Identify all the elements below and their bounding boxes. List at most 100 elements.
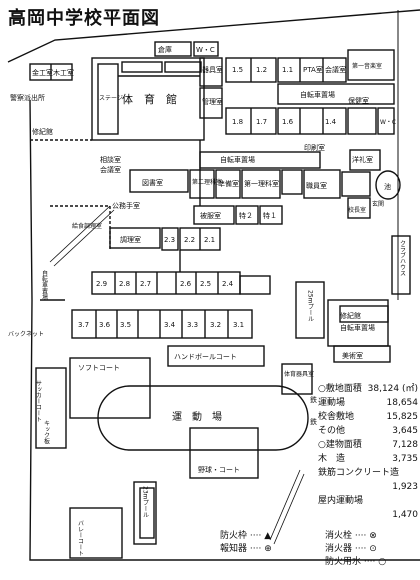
bicycle-parking-1: 自転車置場 xyxy=(300,90,335,99)
room-1-7: 1.7 xyxy=(256,118,267,126)
room-stage: ステージ xyxy=(99,95,123,102)
room-shukikan-2: 修紀館 xyxy=(340,311,361,320)
room-principal: 校長室 xyxy=(348,206,366,214)
legend-item: 報知器 ···· ⊕ xyxy=(220,544,272,554)
room-2-9: 2.9 xyxy=(96,280,107,288)
bicycle-parking-3: 自転車置場 xyxy=(41,269,48,301)
room-2-7: 2.7 xyxy=(140,280,151,288)
hydrant-icon: ⊗ xyxy=(369,531,377,541)
room-printing: 印刷室 xyxy=(304,143,325,152)
room-meeting-2: 会議室 xyxy=(100,165,121,174)
room-1-4: 1.4 xyxy=(325,118,337,126)
room-special-2: 特２ xyxy=(239,211,253,220)
room-1-8: 1.8 xyxy=(232,118,243,126)
legend-item: 防火用水 ···· ○ xyxy=(325,557,387,567)
room-music: 第一音楽室 xyxy=(352,62,382,70)
room-2-4: 2.4 xyxy=(222,280,234,288)
legend-item: 防火枠 ···· ▲ xyxy=(220,531,272,541)
room-gym: 体 育 館 xyxy=(122,92,177,106)
soccer-court: サッカーコート xyxy=(35,380,42,422)
room-prep: 準備室 xyxy=(218,179,239,188)
room-wc-2: W・C xyxy=(380,119,396,126)
room-cooking: 調理室 xyxy=(120,235,141,244)
stat-row: 鉄筋コンクリート造 xyxy=(318,468,400,478)
kick-board: キック板 xyxy=(43,420,50,445)
room-meeting: 会議室 xyxy=(325,65,346,74)
room-3-7: 3.7 xyxy=(78,321,89,329)
room-clothing: 被服室 xyxy=(200,211,221,220)
room-3-1: 3.1 xyxy=(233,321,244,329)
pool-25m: 25mプール xyxy=(307,290,314,322)
room-pta: PTA室 xyxy=(303,65,323,74)
room-science-1: 第一理科室 xyxy=(244,179,279,188)
legend-item: 消火栓 ···· ⊗ xyxy=(325,531,377,541)
room-2-3: 2.3 xyxy=(164,236,175,244)
room-special-1: 特１ xyxy=(263,211,277,220)
room-reception: 洋礼室 xyxy=(352,155,373,164)
room-3-2: 3.2 xyxy=(210,321,221,329)
volleyball-court: バレーコート xyxy=(77,520,84,556)
room-science-2: 第二理科室 xyxy=(192,178,222,186)
legend-left: 防火枠 ···· ▲ 報知器 ···· ⊕ xyxy=(220,528,272,554)
room-1-2: 1.2 xyxy=(256,66,267,74)
room-1-1: 1.1 xyxy=(282,66,293,74)
handball-court: ハンドボールコート xyxy=(174,353,237,361)
room-staff: 職員室 xyxy=(306,181,327,190)
backstop: バックネット xyxy=(8,331,44,338)
room-art: 美術室 xyxy=(342,351,363,360)
pool-23m: 23mプール xyxy=(142,486,149,518)
room-2-2: 2.2 xyxy=(184,236,195,244)
room-custodian: 公務手室 xyxy=(112,201,140,210)
room-1-5: 1.5 xyxy=(232,66,243,74)
police-box: 警察派出所 xyxy=(10,93,45,102)
room-2-5: 2.5 xyxy=(200,280,211,288)
pond: 池 xyxy=(384,182,391,191)
room-shukikan: 修紀館 xyxy=(32,127,53,136)
legend-item: 消火器 ···· ⊙ xyxy=(325,544,377,554)
stat-row: 1,470 xyxy=(392,510,418,520)
room-2-6: 2.6 xyxy=(180,280,192,288)
bicycle-parking-2: 自転車置場 xyxy=(220,155,255,164)
iron-bar-2: 鉄 xyxy=(310,417,317,426)
extinguisher-icon: ⊙ xyxy=(369,544,377,554)
room-3-3: 3.3 xyxy=(187,321,198,329)
room-2-8: 2.8 xyxy=(119,280,130,288)
alarm-icon: ⊕ xyxy=(264,544,272,554)
stat-row: 屋内運動場 xyxy=(318,496,364,506)
room-health: 保健室 xyxy=(348,96,369,105)
iron-bar-1: 鉄 xyxy=(310,395,317,404)
room-3-4: 3.4 xyxy=(164,321,176,329)
room-counseling: 相談室 xyxy=(100,155,121,164)
fire-frame-icon: ▲ xyxy=(264,531,272,541)
bicycle-parking-4: 自転車置場 xyxy=(340,323,375,332)
room-school-lunch: 給食調理室 xyxy=(72,222,102,230)
room-3-5: 3.5 xyxy=(120,321,131,329)
room-1-6: 1.6 xyxy=(282,118,294,126)
legend-right: 消火栓 ···· ⊗ 消火器 ···· ⊙ 防火用水 ···· ○ xyxy=(325,528,386,567)
map-title: 高岡中学校平面図 xyxy=(8,8,160,29)
stat-row: 1,923 xyxy=(392,482,418,492)
room-equipment: 器具室 xyxy=(202,65,223,74)
room-management: 管理室 xyxy=(202,97,223,106)
room-storage: 倉庫 xyxy=(158,45,172,54)
athletic-field: 運 動 場 xyxy=(172,410,222,423)
softball-court: ソフトコート xyxy=(78,364,120,372)
room-wc-top: W・C xyxy=(196,46,215,54)
room-woodwork: 木工室 xyxy=(53,68,74,77)
pe-equipment-room: 体育器具室 xyxy=(284,370,314,378)
club-house: クラブハウス xyxy=(399,240,406,276)
room-metalwork: 金工室 xyxy=(32,68,53,77)
room-3-6: 3.6 xyxy=(99,321,111,329)
room-library: 図書室 xyxy=(142,178,163,187)
entrance: 玄関 xyxy=(372,200,384,208)
room-2-1: 2.1 xyxy=(204,236,215,244)
fire-water-icon: ○ xyxy=(378,557,387,567)
